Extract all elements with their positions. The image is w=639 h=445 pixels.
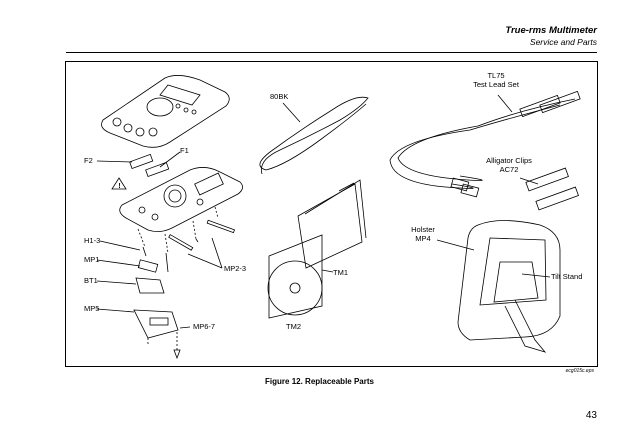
svg-text:!: ! — [118, 183, 120, 190]
header-rule — [66, 52, 597, 53]
figure-caption: Figure 12. Replaceable Parts — [265, 377, 374, 386]
label-test-lead-set: Test Lead Set — [473, 80, 519, 89]
case-body-drawing — [119, 167, 243, 254]
cd-drawing — [267, 234, 334, 319]
label-f2: F2 — [84, 156, 93, 165]
label-80bk: 80BK — [270, 92, 289, 101]
manual-drawing — [297, 179, 367, 269]
label-tl75: TL75 — [487, 71, 505, 80]
header-title: True-rms Multimeter — [505, 25, 597, 36]
header-subtitle: Service and Parts — [529, 37, 597, 47]
label-mp1: MP1 — [84, 255, 100, 264]
front-case-drawing — [101, 75, 230, 148]
alligator-clips-drawing — [519, 167, 579, 211]
label-ac72: AC72 — [499, 165, 519, 174]
label-bt1: BT1 — [84, 276, 98, 285]
label-f1: F1 — [180, 146, 189, 155]
label-tm1: TM1 — [333, 268, 348, 277]
label-mp5: MP5 — [84, 304, 100, 313]
label-tilt-stand: Tilt Stand — [551, 272, 583, 281]
label-mp4: MP4 — [415, 234, 431, 243]
fuse-drawings — [96, 151, 181, 178]
label-mp2-3: MP2-3 — [224, 264, 247, 273]
holster-drawing — [436, 220, 561, 353]
label-tm2: TM2 — [286, 322, 301, 331]
warning-triangle — [111, 177, 127, 190]
label-mp6-7: MP6-7 — [193, 322, 216, 331]
label-h1-3: H1-3 — [84, 236, 101, 245]
label-holster: Holster — [411, 225, 435, 234]
test-leads-drawing — [389, 90, 581, 198]
page-number: 43 — [585, 410, 597, 421]
label-alligator-clips: Alligator Clips — [486, 156, 532, 165]
battery-and-door — [96, 259, 191, 360]
screws-and-rods — [99, 219, 236, 273]
figure-frame — [65, 61, 598, 367]
figure-file-id: ecg015c.eps — [565, 368, 594, 374]
thermocouple-drawing — [259, 96, 369, 175]
